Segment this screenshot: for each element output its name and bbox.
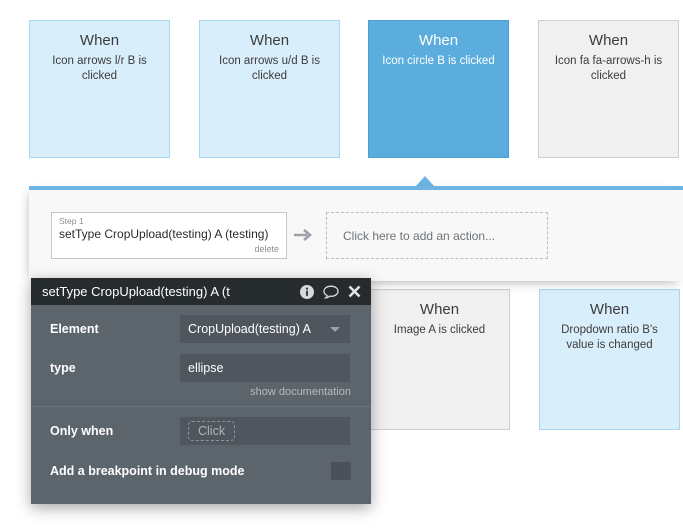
- event-card-when-label: When: [419, 301, 460, 318]
- event-card-icon-circle[interactable]: When Icon circle B is clicked: [368, 20, 509, 158]
- info-icon[interactable]: [300, 284, 314, 299]
- event-card-when-label: When: [589, 301, 630, 318]
- arrow-right-icon: [293, 226, 315, 244]
- event-card-description: Image A is clicked: [393, 324, 486, 336]
- show-documentation-link[interactable]: show documentation: [250, 386, 351, 398]
- event-card-description: Icon circle B is clicked: [382, 55, 495, 67]
- actions-panel: Step 1 setType CropUpload(testing) A (te…: [29, 186, 683, 281]
- event-card-when-label: When: [588, 32, 629, 49]
- breakpoint-checkbox[interactable]: [331, 462, 351, 480]
- field-row-only-when: Only when Click: [31, 416, 371, 446]
- event-card-dropdown-ratio[interactable]: When Dropdown ratio B's value is changed: [539, 289, 680, 430]
- breakpoint-label: Add a breakpoint in debug mode: [50, 464, 245, 478]
- type-input-value: ellipse: [188, 361, 224, 375]
- element-dropdown[interactable]: CropUpload(testing) A: [180, 315, 350, 343]
- only-when-placeholder: Click: [188, 421, 236, 441]
- close-icon[interactable]: [348, 285, 361, 298]
- event-card-image-a[interactable]: When Image A is clicked: [369, 289, 510, 430]
- field-row-element: Element CropUpload(testing) A: [31, 314, 371, 344]
- event-card-when-label: When: [79, 32, 120, 49]
- element-dropdown-value: CropUpload(testing) A: [188, 322, 311, 336]
- comment-icon[interactable]: [323, 285, 339, 299]
- field-label-only-when: Only when: [50, 424, 114, 438]
- add-action-button[interactable]: Click here to add an action...: [326, 212, 548, 259]
- field-label-element: Element: [50, 322, 99, 336]
- chevron-down-icon: [330, 326, 340, 332]
- event-card-icon-arrows-lr[interactable]: When Icon arrows l/r B is clicked: [29, 20, 170, 158]
- event-card-description: Icon fa fa-arrows-h is clicked: [554, 55, 663, 82]
- dialog-title: setType CropUpload(testing) A (t: [42, 284, 230, 299]
- event-card-when-label: When: [249, 32, 290, 49]
- event-card-icon-arrows-ud[interactable]: When Icon arrows u/d B is clicked: [199, 20, 340, 158]
- step-number-label: Step 1: [59, 216, 84, 226]
- step-delete-link[interactable]: delete: [254, 244, 279, 254]
- only-when-input[interactable]: Click: [180, 417, 350, 445]
- dialog-divider: [31, 406, 371, 407]
- panel-pointer-triangle: [416, 176, 434, 186]
- event-card-when-label: When: [418, 32, 459, 49]
- dialog-body: Element CropUpload(testing) A type ellip…: [31, 314, 371, 484]
- event-card-description: Dropdown ratio B's value is changed: [561, 324, 658, 351]
- event-card-description: Icon arrows u/d B is clicked: [219, 55, 320, 82]
- event-card-icon-fa-arrows-h[interactable]: When Icon fa fa-arrows-h is clicked: [538, 20, 679, 158]
- add-action-label: Click here to add an action...: [343, 228, 496, 243]
- step-title: setType CropUpload(testing) A (testing): [59, 227, 269, 241]
- property-editor-dialog: setType CropUpload(testing) A (t Element…: [31, 278, 371, 504]
- field-row-type: type ellipse: [31, 353, 371, 383]
- field-label-type: type: [50, 361, 76, 375]
- workflow-step-1[interactable]: Step 1 setType CropUpload(testing) A (te…: [51, 212, 287, 259]
- type-input[interactable]: ellipse: [180, 354, 350, 382]
- dialog-header[interactable]: setType CropUpload(testing) A (t: [31, 278, 371, 305]
- breakpoint-row: Add a breakpoint in debug mode: [31, 458, 371, 484]
- event-card-description: Icon arrows l/r B is clicked: [52, 55, 147, 82]
